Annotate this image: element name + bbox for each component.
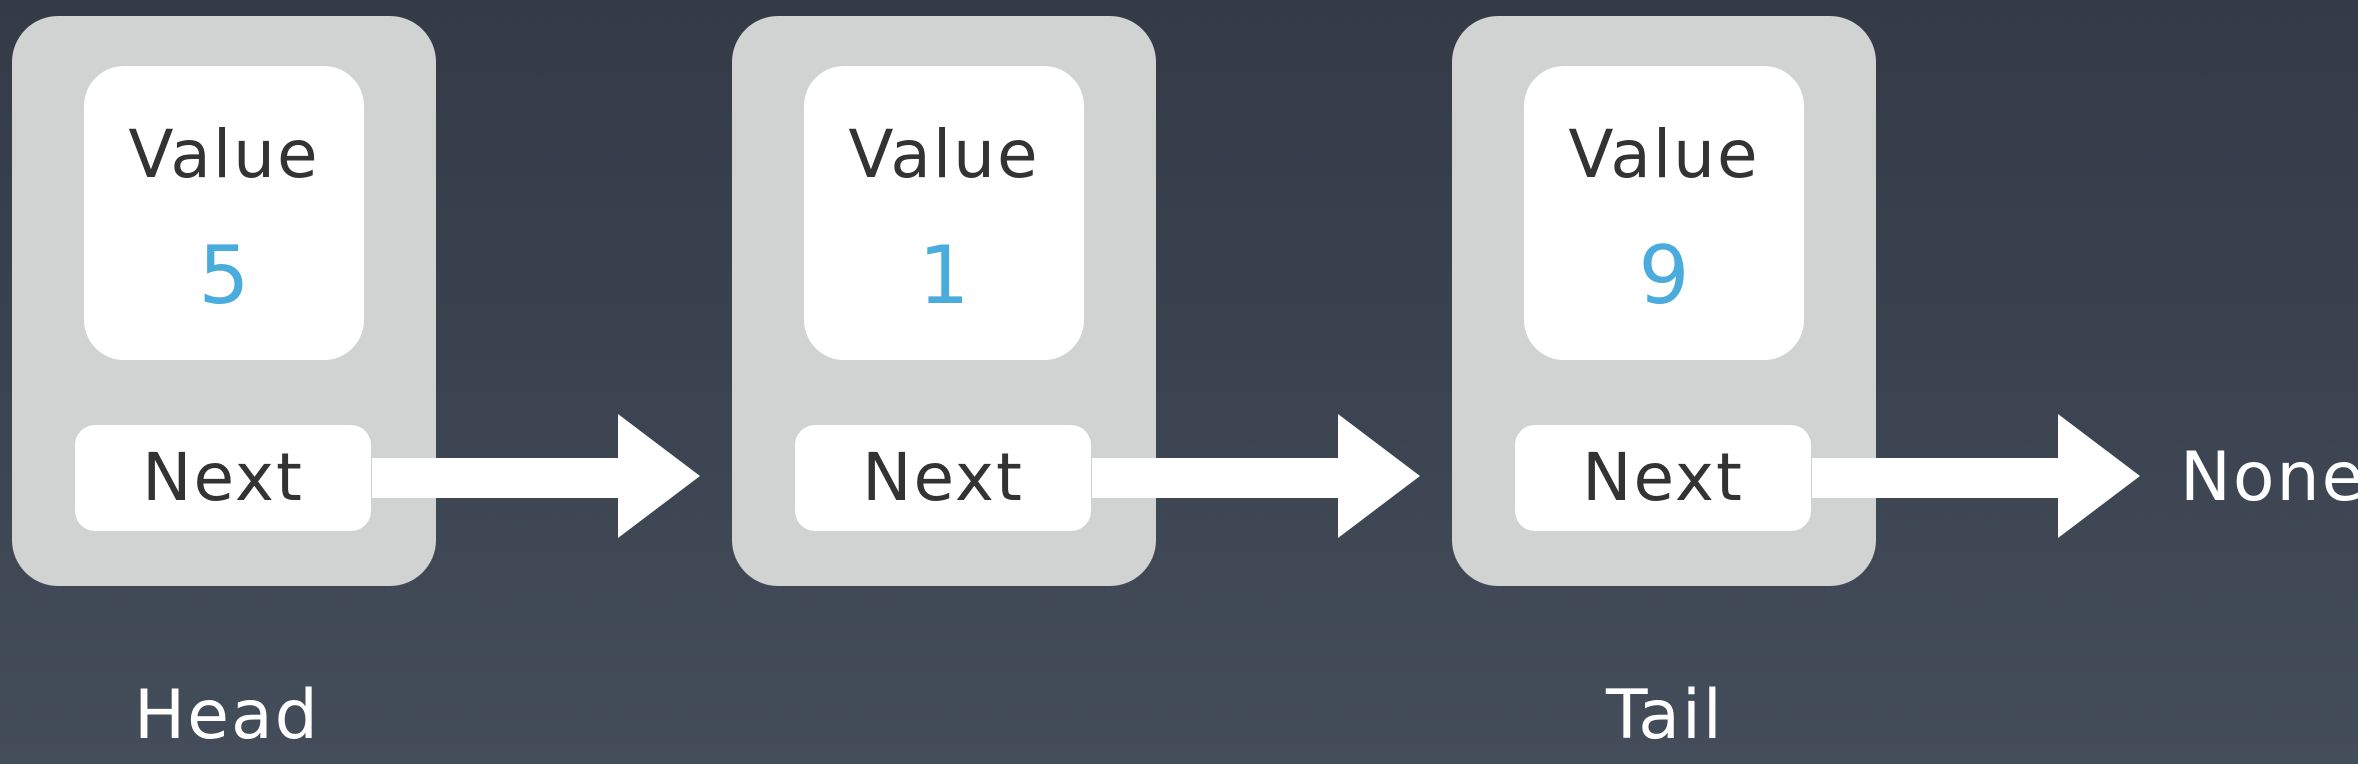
tail-caption: Tail [1606, 676, 1724, 755]
node-3-value-box: Value 9 [1524, 66, 1804, 360]
node-2-value: 1 [918, 229, 970, 322]
node-1-next-label: Next [142, 439, 304, 516]
node-2-next-label: Next [862, 439, 1024, 516]
node-2-value-label: Value [848, 116, 1040, 193]
node-1-value: 5 [198, 229, 250, 322]
head-caption: Head [134, 676, 320, 755]
node-3-next-label: Next [1582, 439, 1744, 516]
node-2-next-box: Next [795, 425, 1091, 531]
list-node-2: Value 1 Next [732, 16, 1156, 586]
right-arrow-icon [372, 414, 700, 538]
node-1-next-box: Next [75, 425, 371, 531]
right-arrow-icon [1812, 414, 2140, 538]
list-node-1: Value 5 Next [12, 16, 436, 586]
right-arrow-icon [1092, 414, 1420, 538]
node-3-next-box: Next [1515, 425, 1811, 531]
list-node-3: Value 9 Next [1452, 16, 1876, 586]
none-caption: None [2180, 438, 2358, 517]
node-2-value-box: Value 1 [804, 66, 1084, 360]
node-1-value-label: Value [128, 116, 320, 193]
node-1-value-box: Value 5 [84, 66, 364, 360]
node-3-value-label: Value [1568, 116, 1760, 193]
node-3-value: 9 [1638, 229, 1690, 322]
